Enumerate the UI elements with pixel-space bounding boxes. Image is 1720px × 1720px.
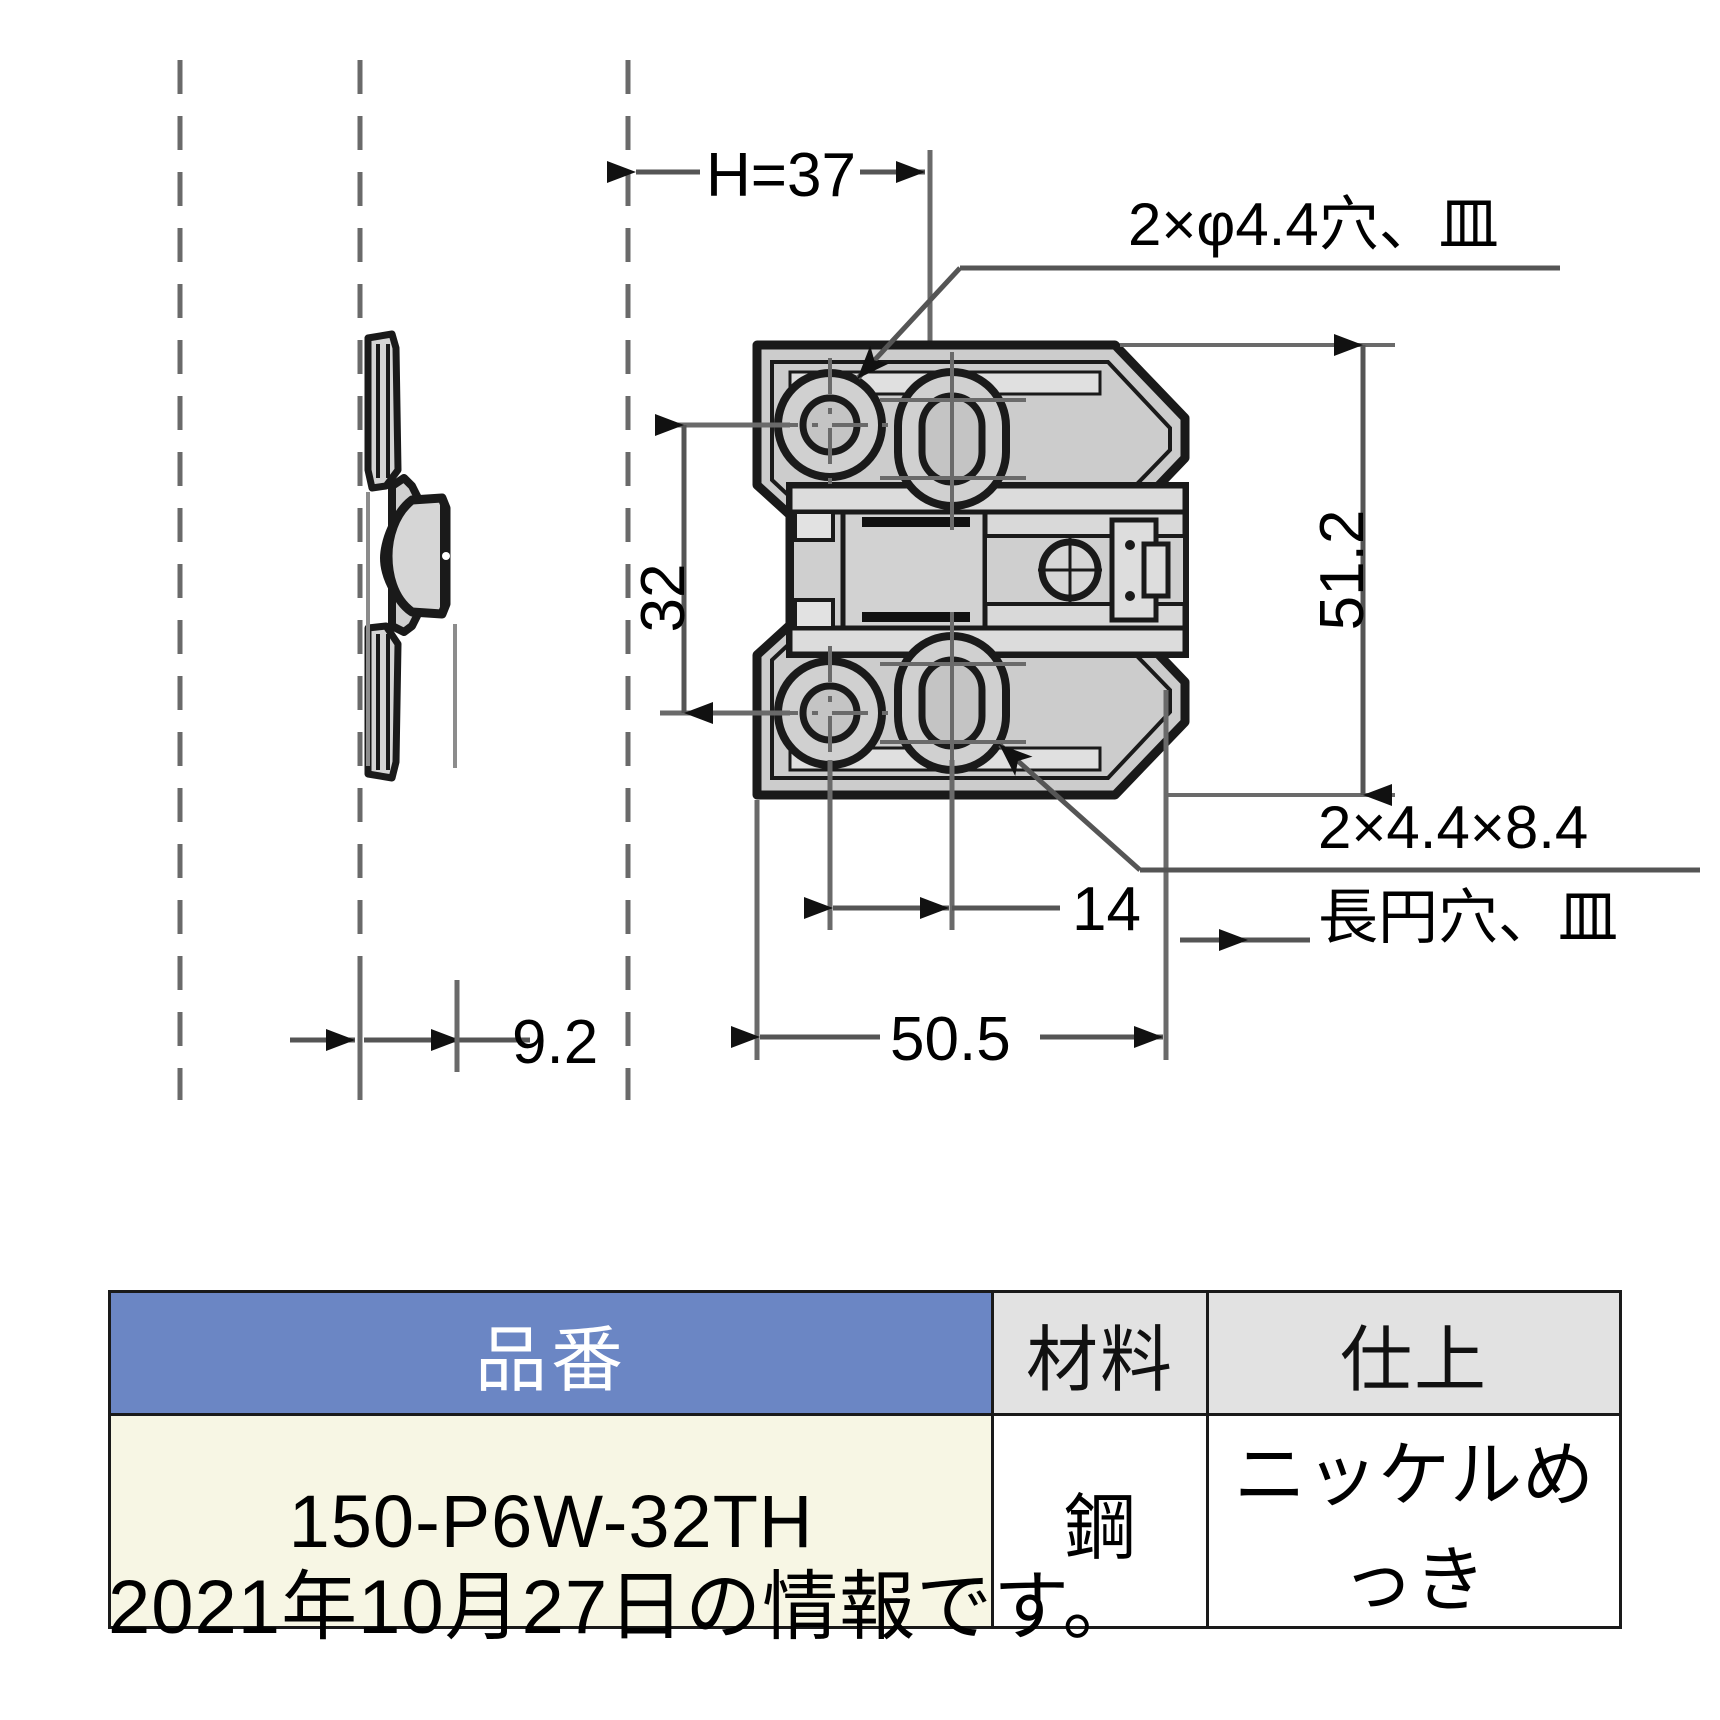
hole-slot-bottom (880, 612, 1026, 792)
specification-table: 品番 材料 仕上 150-P6W-32TH 鋼 ニッケルめっき (108, 1290, 1622, 1629)
dim-32-label: 32 (629, 564, 698, 633)
callout-round-hole: 2×φ4.4穴、皿 (856, 191, 1560, 380)
dim-14: 14 (804, 760, 1141, 944)
header-part-number: 品番 (108, 1290, 994, 1416)
technical-drawing: 9.2 H=37 (177, 60, 1700, 1100)
callout-round-hole-label: 2×φ4.4穴、皿 (1128, 191, 1499, 258)
table-header-row: 品番 材料 仕上 (108, 1290, 1622, 1416)
cell-material: 鋼 (991, 1413, 1209, 1629)
reference-centerlines (177, 60, 631, 1100)
hole-round-bottom (762, 646, 898, 780)
header-material: 材料 (991, 1290, 1209, 1416)
information-date-note: 2021年10月27日の情報です。 (108, 1565, 1140, 1650)
header-finish: 仕上 (1206, 1290, 1622, 1416)
callout-slot-hole: 2×4.4×8.4 長円穴、皿 (998, 743, 1700, 951)
cell-part-number: 150-P6W-32TH (108, 1413, 994, 1629)
dim-51-2-label: 51.2 (1308, 510, 1377, 631)
side-view-profile (364, 330, 457, 782)
dim-9-2-label: 9.2 (512, 1008, 598, 1077)
callout-slot-line1: 2×4.4×8.4 (1318, 794, 1588, 861)
dim-h37-label: H=37 (706, 141, 856, 210)
hole-round-top (762, 358, 898, 492)
dim-32: 32 (629, 414, 790, 724)
table-row: 150-P6W-32TH 鋼 ニッケルめっき (108, 1413, 1622, 1629)
cell-finish: ニッケルめっき (1206, 1413, 1622, 1629)
dim-50-5-label: 50.5 (890, 1005, 1011, 1074)
dim-50-5: 50.5 (731, 690, 1169, 1074)
dim-14-label: 14 (1072, 875, 1141, 944)
callout-slot-line2: 長円穴、皿 (1318, 884, 1618, 951)
plan-view-plate (752, 340, 1190, 800)
dim-51-2: 51.2 (1120, 334, 1395, 806)
hole-slot-top (880, 352, 1026, 530)
dim-9-2: 9.2 (290, 980, 598, 1077)
